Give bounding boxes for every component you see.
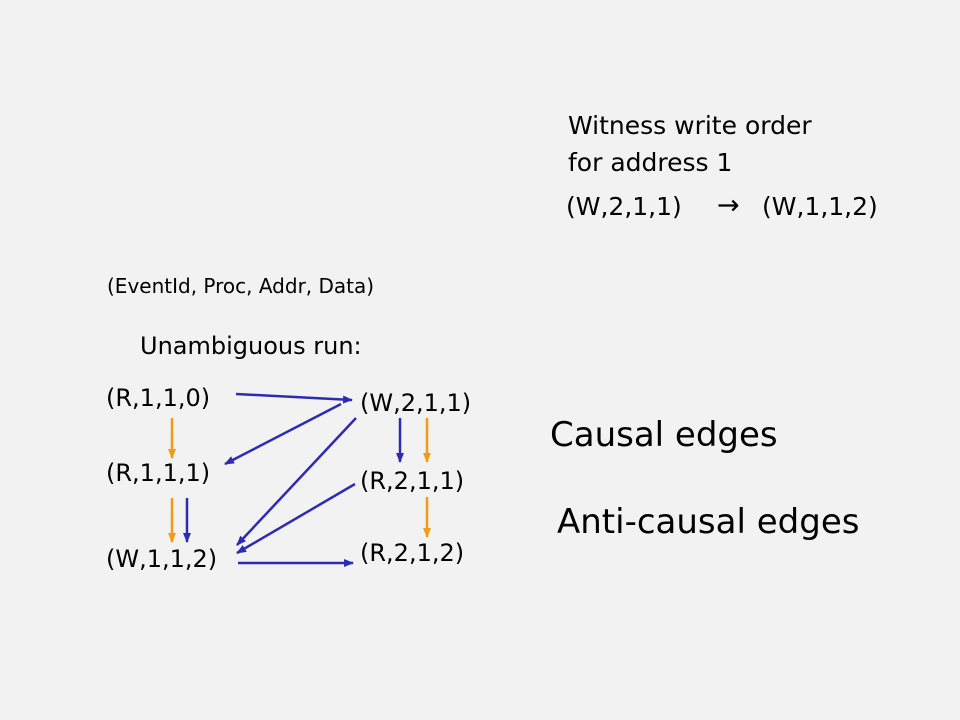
legend-anticausal-edges: Anti-causal edges [557, 502, 860, 542]
node-r111: (R,1,1,1) [106, 459, 211, 487]
node-w211: (W,2,1,1) [360, 389, 472, 417]
witness-title-line2: for address 1 [568, 148, 733, 177]
tuple-format-header: (EventId, Proc, Addr, Data) [107, 274, 375, 298]
witness-title-line1: Witness write order [568, 111, 812, 140]
anticausal-edge-r110-w211 [235, 392, 353, 404]
anticausal-edge-w211-r111 [224, 402, 342, 466]
witness-from-event: (W,2,1,1) [566, 192, 682, 221]
node-w112: (W,1,1,2) [106, 545, 218, 573]
node-r211: (R,2,1,1) [360, 467, 465, 495]
witness-arrow-icon: → [717, 190, 740, 221]
node-r110: (R,1,1,0) [106, 384, 211, 412]
node-r212: (R,2,1,2) [360, 539, 465, 567]
anticausal-edge-w211-w112 [236, 417, 357, 546]
witness-to-event: (W,1,1,2) [762, 192, 878, 221]
anticausal-edge-r211-w112 [236, 482, 356, 555]
run-label: Unambiguous run: [140, 332, 362, 360]
legend-causal-edges: Causal edges [550, 415, 778, 455]
